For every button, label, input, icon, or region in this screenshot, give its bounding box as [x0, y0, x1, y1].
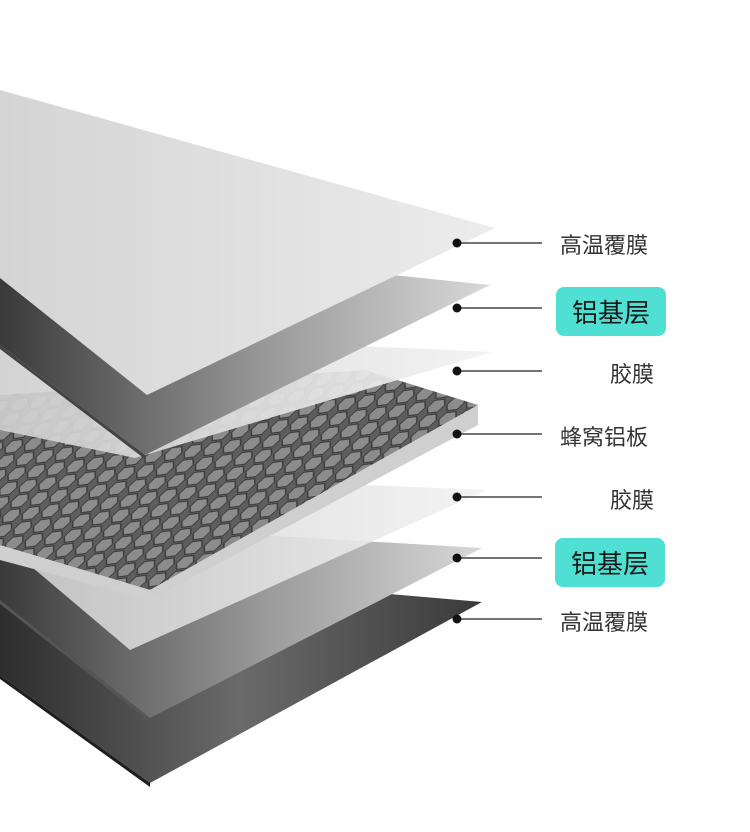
- layer-label: 铝基层: [556, 287, 667, 336]
- layer-label: 高温覆膜: [560, 234, 649, 259]
- layer-label: 蜂窝铝板: [560, 426, 649, 451]
- leader-dot: [452, 238, 462, 248]
- leader-dot: [452, 366, 462, 376]
- layer-label: 胶膜: [610, 363, 655, 388]
- leader-dot: [452, 492, 462, 502]
- leader-dot: [452, 429, 462, 439]
- top-film-layer: [0, 90, 495, 395]
- layer-label: 高温覆膜: [560, 611, 649, 636]
- bottom-film-edge: [0, 675, 150, 787]
- top-aluminum-edge: [0, 345, 145, 459]
- layer-label: 铝基层: [555, 538, 666, 587]
- layer-label: 胶膜: [610, 489, 655, 514]
- leader-dot: [452, 614, 462, 624]
- leader-dot: [452, 553, 462, 563]
- bottom-aluminum-edge: [0, 600, 150, 722]
- leader-dot: [452, 303, 462, 313]
